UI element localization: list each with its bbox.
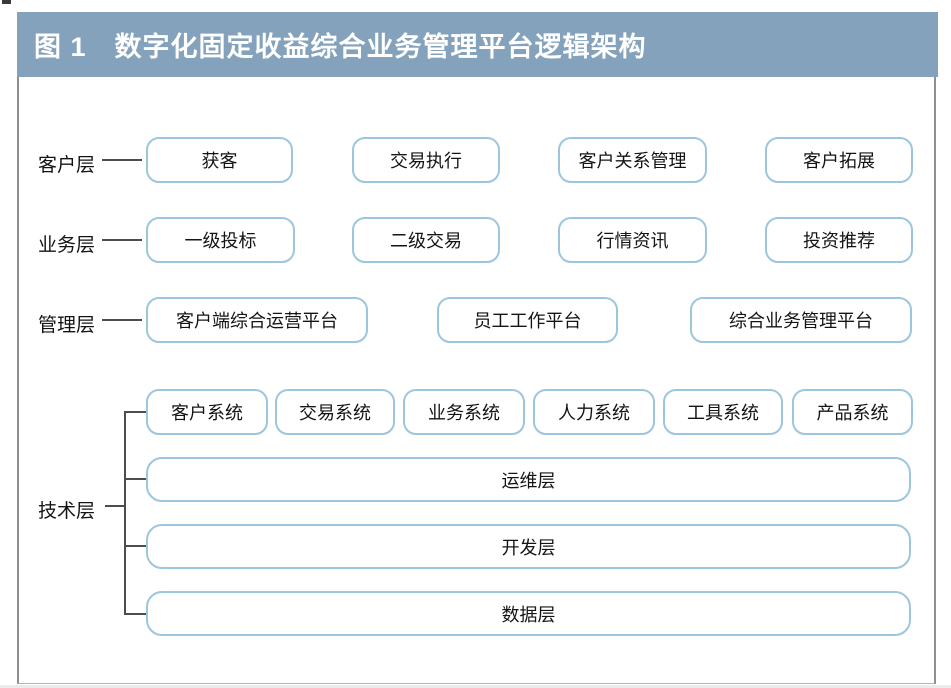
- box-product-system: 产品系统: [792, 389, 913, 435]
- bar-development-layer: 开发层: [146, 524, 911, 569]
- bracket-tick-data: [124, 613, 146, 615]
- box-staff-work-platform: 员工工作平台: [437, 297, 618, 343]
- page-bottom-strip: [0, 685, 951, 688]
- bar-operations-layer: 运维层: [146, 457, 911, 502]
- label-business-layer: 业务层: [38, 235, 96, 256]
- connector-business-layer: [102, 239, 142, 241]
- bar-data-layer: 数据层: [146, 591, 911, 636]
- bracket-tick-dev: [124, 545, 146, 547]
- box-integrated-business-management-platform: 综合业务管理平台: [690, 297, 912, 343]
- box-secondary-trading: 二级交易: [352, 217, 500, 263]
- box-investment-recommendation: 投资推荐: [765, 217, 913, 263]
- label-management-layer: 管理层: [38, 315, 96, 336]
- box-business-system: 业务系统: [403, 389, 525, 435]
- figure-header-band: 图 1 数字化固定收益综合业务管理平台逻辑架构: [17, 12, 938, 77]
- label-technology-layer: 技术层: [38, 501, 96, 522]
- connector-customer-layer: [102, 159, 142, 161]
- box-trade-execution: 交易执行: [352, 137, 500, 183]
- scan-artifact: [2, 0, 11, 4]
- box-primary-bidding: 一级投标: [146, 217, 295, 263]
- figure-frame: [17, 77, 936, 684]
- box-hr-system: 人力系统: [533, 389, 655, 435]
- connector-management-layer: [102, 319, 142, 321]
- box-customer-expansion: 客户拓展: [765, 137, 913, 183]
- box-trading-system: 交易系统: [275, 389, 395, 435]
- box-customer-system: 客户系统: [146, 389, 268, 435]
- connector-technology-layer: [105, 505, 125, 507]
- box-customer-acquisition: 获客: [146, 137, 293, 183]
- box-customer-relationship-management: 客户关系管理: [558, 137, 707, 183]
- figure-title: 图 1 数字化固定收益综合业务管理平台逻辑架构: [34, 32, 647, 62]
- box-market-information: 行情资讯: [558, 217, 707, 263]
- bracket-tick-systems: [124, 411, 146, 413]
- bracket-tick-ops: [124, 478, 146, 480]
- label-customer-layer: 客户层: [38, 155, 96, 176]
- bracket-technology-layer: [124, 411, 126, 615]
- box-client-integrated-operation-platform: 客户端综合运营平台: [146, 297, 368, 343]
- box-tool-system: 工具系统: [663, 389, 783, 435]
